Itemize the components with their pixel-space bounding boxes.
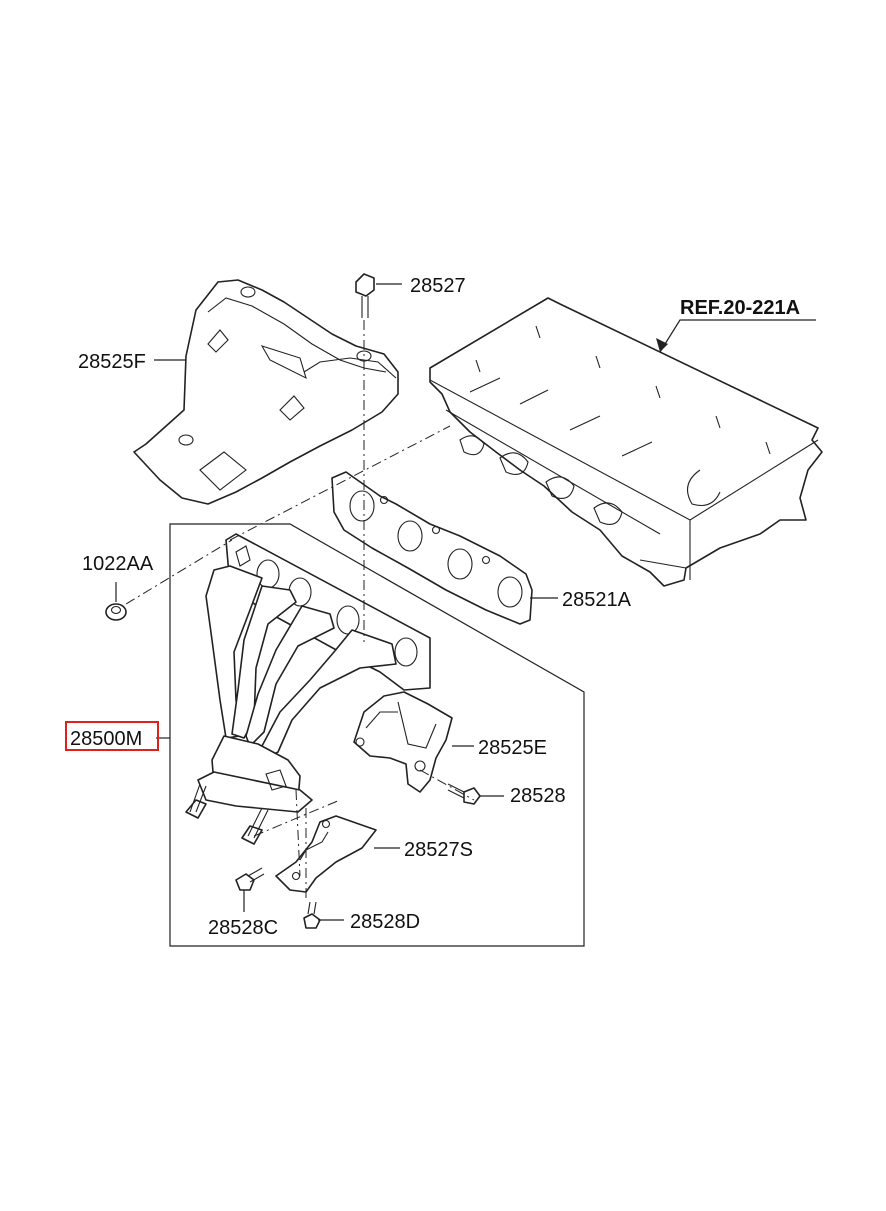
exhaust-manifold [185, 533, 431, 845]
label-1022AA: 1022AA [82, 553, 154, 575]
bolt-28528C [235, 867, 265, 891]
gasket [331, 471, 533, 625]
alignment-lines [125, 320, 475, 900]
ref-arrow [656, 338, 668, 352]
bolt-28528D [303, 901, 321, 929]
label-28528C: 28528C [208, 917, 278, 939]
label-28527S: 28527S [404, 839, 473, 861]
label-28528D: 28528D [350, 911, 420, 933]
label-28525E: 28525E [478, 737, 547, 759]
nut-1022AA [105, 603, 127, 621]
cylinder-head [429, 297, 823, 587]
label-28521A: 28521A [562, 589, 632, 611]
bolt-28528 [447, 783, 481, 805]
highlight-frame [65, 721, 159, 751]
label-28500M[interactable]: 28500M [70, 728, 142, 750]
bolt-28527 [355, 273, 375, 318]
leader-lines [115, 283, 816, 921]
label-28528: 28528 [510, 785, 566, 807]
label-reference: REF.20-221A [680, 297, 800, 319]
heat-protector-upper [133, 279, 399, 505]
manifold-stay [275, 815, 377, 893]
label-28527: 28527 [410, 275, 466, 297]
label-28525F: 28525F [78, 351, 146, 373]
heat-protector-lower [353, 691, 453, 793]
assembly-box [169, 523, 585, 947]
